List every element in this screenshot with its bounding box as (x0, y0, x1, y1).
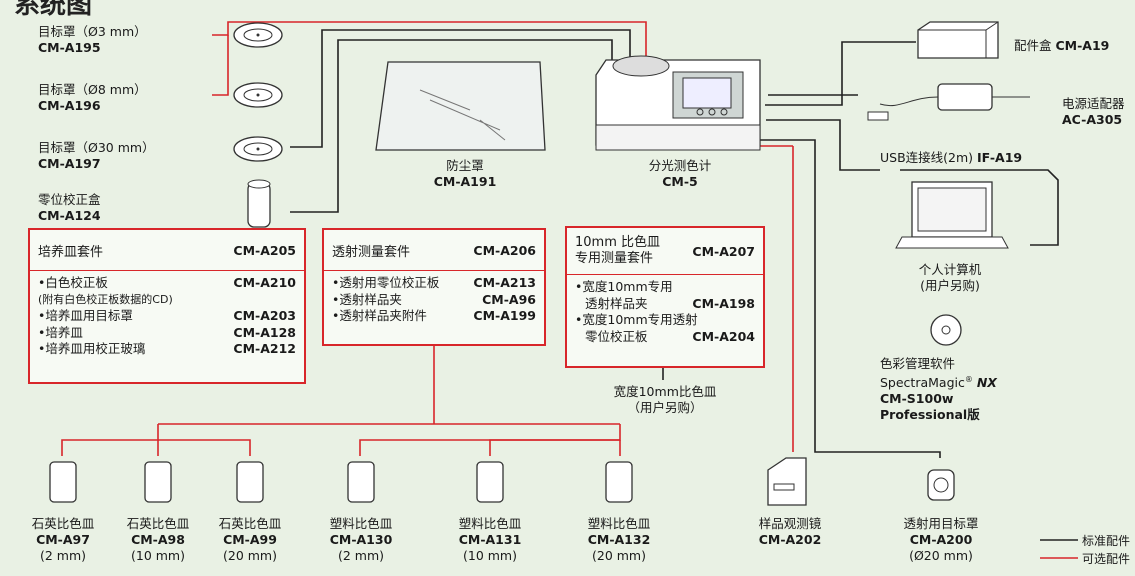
legend-standard: 标准配件 (1082, 534, 1131, 548)
software-label: 色彩管理软件 SpectraMagic® NX CM-S100w Profess… (880, 356, 997, 423)
dust-cover-shape (375, 61, 546, 151)
main-unit-label: 分光测色计 CM-5 (648, 158, 712, 189)
target-3mm: 目标罩（Ø3 mm） CM-A195 (38, 24, 147, 55)
target-disk-icons (233, 22, 283, 228)
usb-cable-label: USB连接线(2m) IF-A19 (880, 150, 1023, 165)
list-item: (附有白色校正板数据的CD) (38, 292, 173, 306)
ac-adapter-label: 电源适配器 AC-A305 (1062, 96, 1125, 127)
user-cuvette-label: 宽度10mm比色皿 （用户另购） (613, 384, 717, 415)
cd-icon (930, 314, 962, 346)
page-title: 系统图 (14, 0, 93, 20)
zero-calibration-box: 零位校正盒 CM-A124 (38, 192, 101, 223)
list-item: •宽度10mm专用透射 (575, 312, 698, 327)
legend-optional: 可选配件 (1082, 552, 1131, 566)
accessory-case-label: 配件盒 CM-A19 (1014, 38, 1110, 53)
target-8mm: 目标罩（Ø8 mm） CM-A196 (38, 82, 147, 113)
trans-target-shape (927, 469, 955, 501)
cuvette-icons (49, 461, 633, 503)
pc-label: 个人计算机 (用户另购) (918, 262, 982, 293)
target-30mm: 目标罩（Ø30 mm） CM-A197 (38, 140, 155, 171)
laptop-shape (895, 181, 1009, 249)
accessory-case-shape (917, 21, 999, 59)
list-item: •宽度10mm专用 (575, 279, 673, 294)
ac-adapter-shape (867, 83, 1030, 121)
trans-target-label: 透射用目标罩 CM-A200 (Ø20 mm) (903, 516, 979, 563)
viewer-shape (767, 457, 807, 506)
main-instrument-shape (595, 55, 761, 151)
viewer-label: 样品观测镜 CM-A202 (758, 516, 822, 547)
dust-cover-label: 防尘罩 CM-A191 (433, 158, 497, 189)
